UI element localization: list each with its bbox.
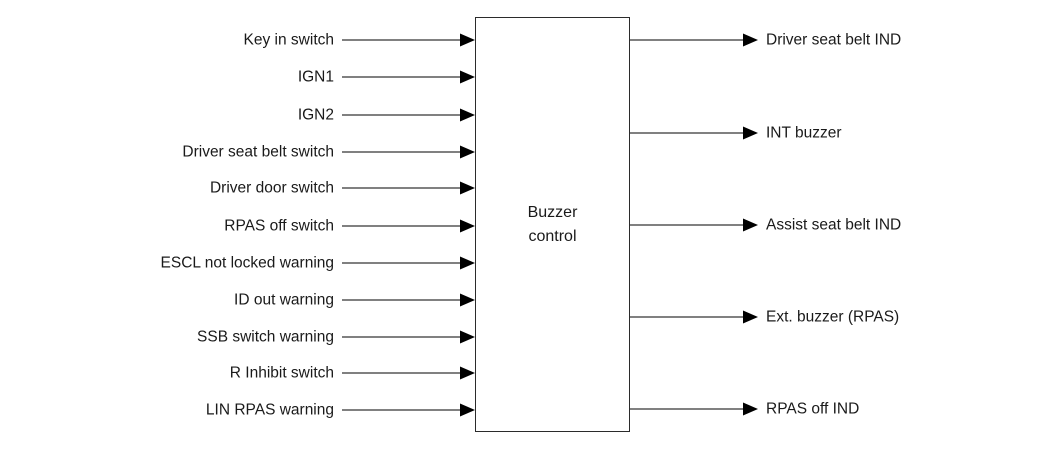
input-arrowhead-icon xyxy=(460,181,475,195)
output-wire-group xyxy=(630,33,758,416)
output-label: INT buzzer xyxy=(766,124,842,142)
output-label: Ext. buzzer (RPAS) xyxy=(766,308,900,326)
output-label: Driver seat belt IND xyxy=(766,31,902,49)
output-label: RPAS off IND xyxy=(766,400,860,418)
output-arrowhead-icon xyxy=(743,310,758,324)
output-arrowhead-icon xyxy=(743,218,758,232)
input-arrowhead-icon xyxy=(460,145,475,159)
input-wire-group xyxy=(342,33,475,417)
input-label: IGN2 xyxy=(297,106,334,124)
output-label: Assist seat belt IND xyxy=(766,216,902,234)
input-label: R Inhibit switch xyxy=(229,364,334,382)
input-arrowhead-icon xyxy=(460,366,475,380)
input-arrowhead-icon xyxy=(460,108,475,122)
output-arrowhead-icon xyxy=(743,33,758,47)
input-arrowhead-icon xyxy=(460,219,475,233)
buzzer-control-block: Buzzer control xyxy=(475,17,630,432)
input-arrowhead-icon xyxy=(460,293,475,307)
input-label: Driver door switch xyxy=(209,179,334,197)
input-arrowhead-icon xyxy=(460,33,475,47)
output-arrowhead-icon xyxy=(743,402,758,416)
input-label: SSB switch warning xyxy=(197,328,334,346)
input-arrowhead-icon xyxy=(460,70,475,84)
input-label: ID out warning xyxy=(234,291,334,309)
input-arrowhead-icon xyxy=(460,330,475,344)
input-label: ESCL not locked warning xyxy=(160,254,334,272)
input-arrowhead-icon xyxy=(460,403,475,417)
input-label: IGN1 xyxy=(297,68,334,86)
input-arrowhead-icon xyxy=(460,256,475,270)
output-arrowhead-icon xyxy=(743,126,758,140)
input-label: Driver seat belt switch xyxy=(182,143,334,161)
input-label: LIN RPAS warning xyxy=(205,401,334,419)
input-label: Key in switch xyxy=(243,31,334,49)
buzzer-control-block-label: Buzzer control xyxy=(527,204,578,245)
input-label: RPAS off switch xyxy=(224,217,334,235)
